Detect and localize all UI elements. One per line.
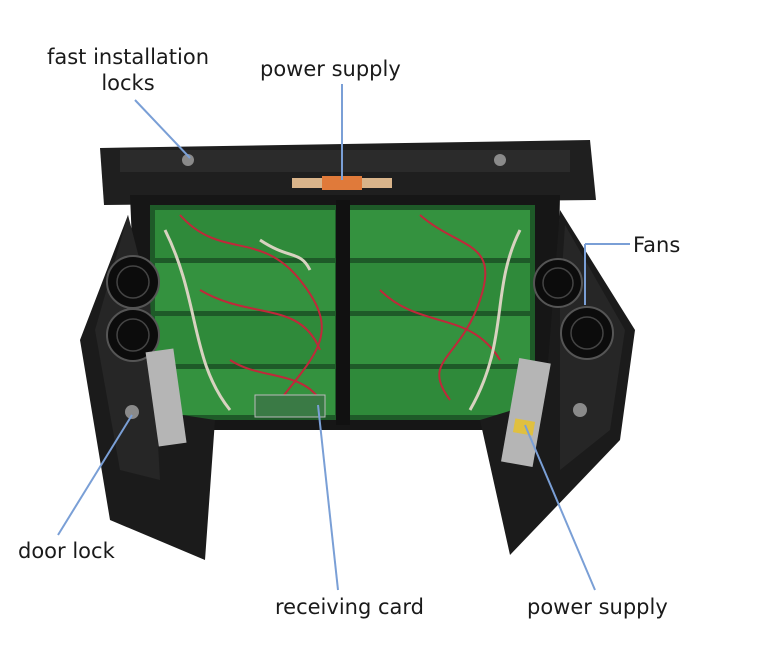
door-lock-right bbox=[573, 403, 587, 417]
right-fan-1 bbox=[533, 258, 583, 308]
leader-door-lock bbox=[57, 414, 133, 536]
label-power-supply-top: power supply bbox=[260, 57, 401, 81]
install-lock-left bbox=[182, 154, 194, 166]
label-power-supply-bottom: power supply bbox=[527, 595, 668, 619]
label-receiving-card: receiving card bbox=[275, 595, 424, 619]
cabling bbox=[179, 214, 501, 401]
leader-lines bbox=[57, 84, 630, 591]
left-fan-2 bbox=[106, 308, 160, 362]
label-fast-installation-line1: fast installation bbox=[46, 45, 210, 69]
install-lock-right bbox=[494, 154, 506, 166]
center-divider bbox=[336, 200, 350, 425]
label-fans: Fans bbox=[633, 233, 681, 257]
door-lock-left bbox=[125, 405, 139, 419]
label-fast-installation-line2: locks bbox=[101, 71, 155, 95]
right-power-supply bbox=[501, 358, 551, 467]
leader-fast-install bbox=[134, 99, 191, 159]
right-fan-2 bbox=[560, 306, 614, 360]
left-power-supply bbox=[145, 348, 187, 447]
label-door-lock: door lock bbox=[18, 539, 115, 563]
top-frame-lip bbox=[120, 150, 570, 172]
ribbon-cables bbox=[163, 229, 522, 411]
leader-receiving-card bbox=[317, 404, 339, 591]
leader-power-bottom bbox=[524, 424, 596, 591]
receiving-card bbox=[254, 394, 326, 418]
label-fast-installation-locks: fast installation locks bbox=[28, 44, 228, 96]
left-fan-1 bbox=[106, 255, 160, 309]
